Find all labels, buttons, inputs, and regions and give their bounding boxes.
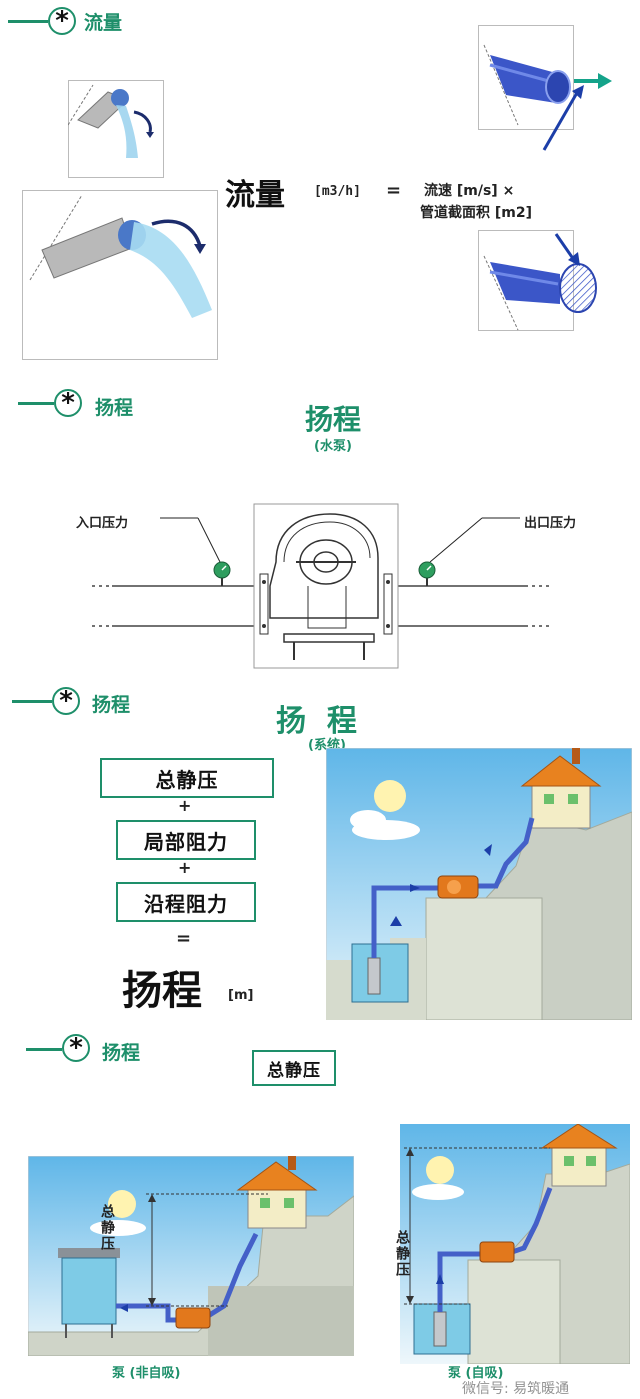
asterisk-bullet-icon: * [52, 687, 80, 715]
section-title: 扬程 [95, 397, 134, 419]
asterisk-bullet-icon: * [62, 1034, 90, 1062]
section-line [18, 402, 54, 405]
asterisk-bullet-icon: * [48, 7, 76, 35]
formula-equals: = [386, 180, 402, 201]
section-line [12, 700, 52, 703]
pump-subheading: (水泵) [314, 439, 352, 454]
outlet-pressure-label: 出口压力 [524, 516, 577, 531]
result-unit: [m] [228, 988, 254, 1003]
local-resistance-box: 局部阻力 [116, 820, 256, 860]
section-line [8, 20, 48, 23]
static-pressure-box: 总静压 [100, 758, 274, 798]
pipe-cross-section-diagram [478, 230, 597, 331]
pipe-pouring-small [68, 80, 164, 178]
non-self-priming-illustration [28, 1156, 354, 1356]
pump-heading: 扬程 [305, 403, 362, 436]
caption-self-priming: 泵 (自吸) [448, 1366, 504, 1381]
static-pressure-vertical-label: 总静压 [99, 1204, 115, 1252]
system-illustration [326, 748, 632, 1020]
asterisk-bullet-icon: * [54, 389, 82, 417]
section-title: 扬程 [92, 694, 131, 716]
section-title: 扬程 [102, 1042, 141, 1064]
static-pressure-box: 总静压 [252, 1050, 336, 1086]
section-line [26, 1048, 62, 1051]
formula-lhs-unit: [m3/h] [314, 184, 361, 199]
equals-sign: = [176, 928, 192, 949]
self-priming-illustration [400, 1124, 630, 1364]
plus-sign: + [178, 796, 192, 815]
result-head: 扬程 [122, 968, 202, 1014]
caption-non-self-priming: 泵 (非自吸) [112, 1366, 181, 1381]
plus-sign: + [178, 858, 192, 877]
static-pressure-vertical-label: 总静压 [394, 1230, 410, 1278]
pipe-pouring-large [22, 190, 218, 360]
system-heading: 扬 程 [276, 704, 357, 739]
pump-diagram [88, 503, 552, 669]
friction-loss-box: 沿程阻力 [116, 882, 256, 922]
watermark: 微信号: 易筑暖通 [462, 1381, 570, 1397]
pipe-velocity-diagram [478, 25, 612, 151]
formula-rhs-line2: 管道截面积 [m2] [420, 205, 532, 221]
formula-lhs: 流量 [225, 178, 285, 213]
formula-rhs-line1: 流速 [m/s] × [424, 183, 515, 199]
section-title: 流量 [84, 12, 123, 34]
inlet-pressure-label: 入口压力 [76, 516, 129, 531]
